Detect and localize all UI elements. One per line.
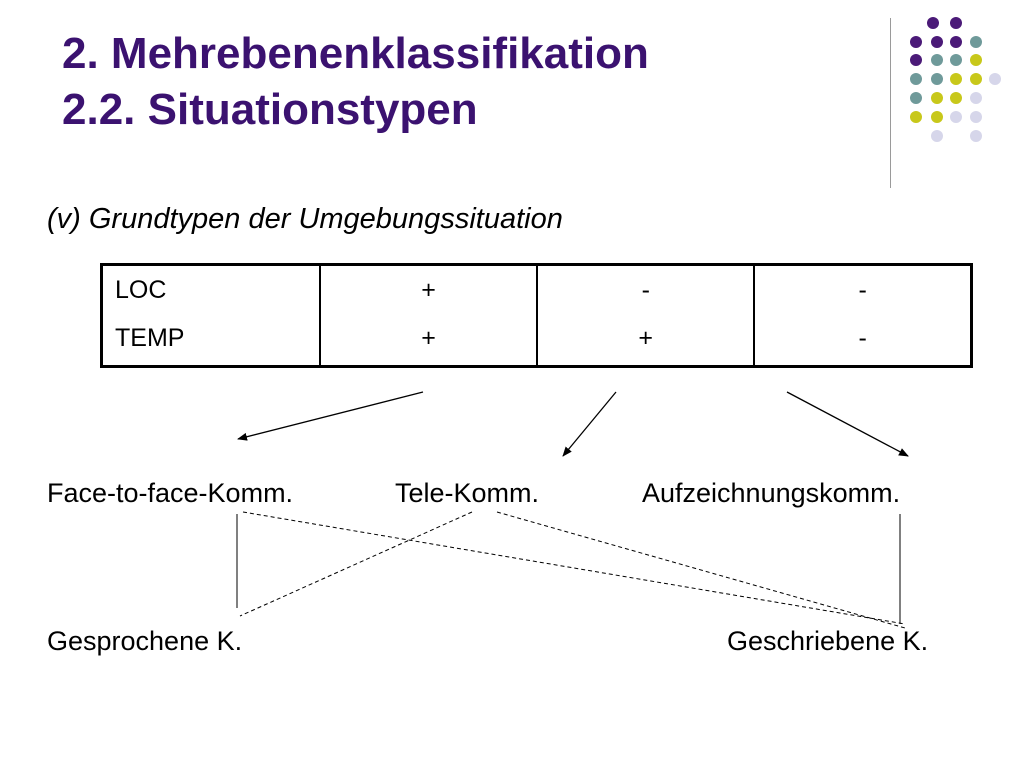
value-loc-face: + <box>421 276 436 304</box>
title-divider <box>890 18 891 188</box>
medium-spoken: Gesprochene K. <box>47 626 243 656</box>
feature-label-temp: TEMP <box>115 324 185 352</box>
value-temp-tele: + <box>638 324 654 352</box>
feature-column-face: + + <box>318 263 539 368</box>
dot-row-3 <box>910 54 982 66</box>
feature-table-row: LOC TEMP + + - + - - <box>100 263 973 368</box>
arrow-to-record <box>786 391 909 457</box>
arrow-to-face <box>237 391 424 441</box>
feature-column-record: - - <box>753 263 973 368</box>
decorative-dot-grid <box>910 17 1001 142</box>
value-loc-tele: - <box>641 276 650 304</box>
type-tele: Tele-Komm. <box>395 478 540 508</box>
title-line-2: 2.2. Situationstypen <box>62 85 478 134</box>
link-tele-spoken <box>239 511 473 617</box>
feature-table: LOC TEMP + + - + - - <box>100 263 973 368</box>
feature-label-cell: LOC TEMP <box>100 263 321 368</box>
type-recording: Aufzeichnungskomm. <box>642 478 901 508</box>
feature-label-loc: LOC <box>115 276 167 304</box>
dot-row-7 <box>931 130 982 142</box>
feature-column-tele: - + <box>536 263 756 368</box>
value-loc-record: - <box>858 276 867 304</box>
title-line-1: 2. Mehrebenenklassifikation <box>62 29 649 78</box>
slide-title: 2. Mehrebenenklassifikation 2.2. Situati… <box>62 26 649 138</box>
dot-row-4 <box>910 73 1001 85</box>
type-face-to-face: Face-to-face-Komm. <box>47 478 294 508</box>
value-temp-face: + <box>421 324 436 352</box>
value-temp-record: - <box>858 324 867 352</box>
medium-written: Geschriebene K. <box>727 626 929 656</box>
dot-row-2 <box>910 36 982 48</box>
section-subtitle: (v) Grundtypen der Umgebungssituation <box>47 203 563 235</box>
link-tele-written <box>496 511 906 629</box>
dot-row-5 <box>910 92 982 104</box>
dot-row-6 <box>910 111 982 123</box>
arrow-to-tele <box>562 391 617 457</box>
dot-row-1 <box>927 17 962 29</box>
link-face-written <box>242 511 906 625</box>
